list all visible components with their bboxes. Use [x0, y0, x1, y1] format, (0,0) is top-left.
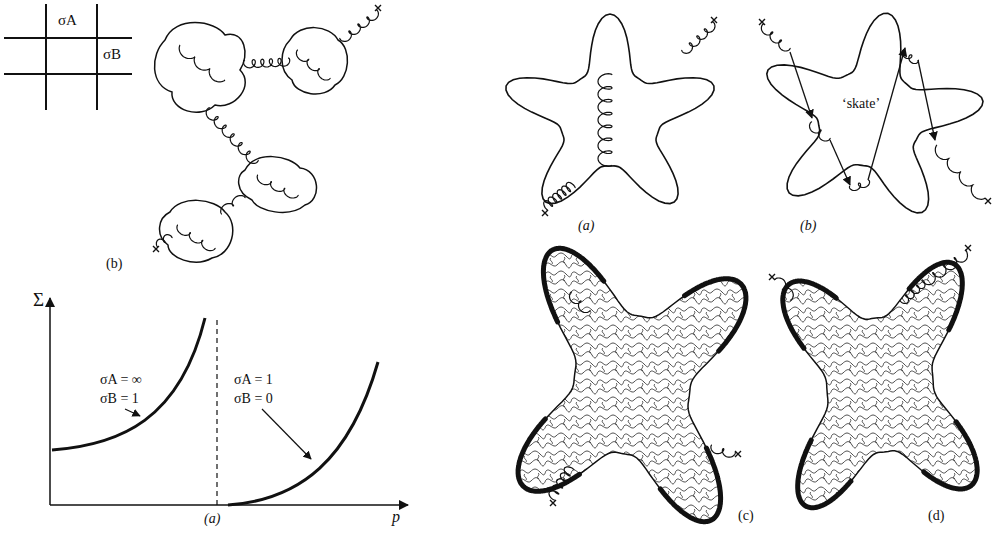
spring-coil	[179, 45, 225, 82]
end-mark	[735, 451, 741, 457]
figure-label: (c)	[738, 508, 754, 523]
boundary-arc	[783, 281, 837, 348]
figure-label: σB = 1	[100, 391, 139, 406]
spring-coil	[244, 58, 290, 68]
end-mark	[550, 500, 556, 506]
end-mark	[375, 5, 381, 11]
spring-coil	[849, 180, 869, 191]
figure-label: σA	[58, 12, 77, 29]
conductivity-graph	[50, 298, 408, 505]
boundary-arcs	[518, 248, 977, 521]
end-mark	[153, 246, 159, 252]
boundary-arc	[543, 248, 603, 322]
figure-label: σA = ∞	[100, 372, 142, 387]
end-mark	[769, 274, 775, 280]
cluster-outline	[518, 249, 746, 522]
boundary-arc	[924, 422, 978, 489]
spring-coil	[221, 196, 245, 215]
lattice-grid	[4, 4, 132, 110]
figure-label: (a)	[578, 218, 594, 233]
boundary-arc	[518, 419, 579, 491]
boundary-arc	[685, 279, 746, 351]
figure-label: σB	[103, 46, 121, 63]
end-marks	[153, 5, 991, 506]
figure-label: σB = 0	[234, 391, 273, 406]
spring-coil	[257, 175, 298, 198]
spring-coil	[177, 225, 215, 251]
figure-label: (b)	[800, 218, 816, 233]
end-mark	[759, 19, 765, 25]
spring-coil	[682, 22, 715, 54]
spring-coil	[544, 182, 575, 210]
cluster-outline	[506, 14, 714, 204]
spring-coil	[902, 50, 918, 64]
blob-chain	[155, 23, 348, 263]
boundary-arc	[909, 262, 962, 330]
boundary-arc	[660, 448, 720, 522]
dense-filling	[760, 230, 1002, 530]
spring-coil	[340, 10, 379, 42]
figure-label: Σ	[33, 290, 44, 311]
figure-label: (a)	[204, 511, 220, 526]
skate-arrows	[790, 48, 935, 185]
figure-label: σA = 1	[234, 372, 273, 387]
spring-coil	[156, 235, 172, 247]
spring-coil	[935, 145, 985, 199]
end-mark	[985, 198, 991, 204]
figure-label: p	[392, 508, 400, 526]
spring-coil	[296, 50, 330, 80]
spring-coil	[598, 74, 612, 167]
figure-label: ‘skate’	[840, 96, 882, 111]
spring-coil	[711, 445, 735, 457]
spring-coil	[206, 108, 258, 164]
end-mark	[711, 17, 717, 23]
boundary-arc	[798, 440, 851, 508]
end-mark	[542, 210, 548, 216]
figure-label: (b)	[106, 256, 122, 271]
dense-filling	[480, 230, 760, 530]
spring-coil	[761, 24, 790, 51]
end-mark	[965, 245, 971, 251]
cluster-outline	[783, 263, 977, 508]
figure-label: (d)	[928, 508, 944, 523]
cluster-outline	[767, 13, 983, 213]
